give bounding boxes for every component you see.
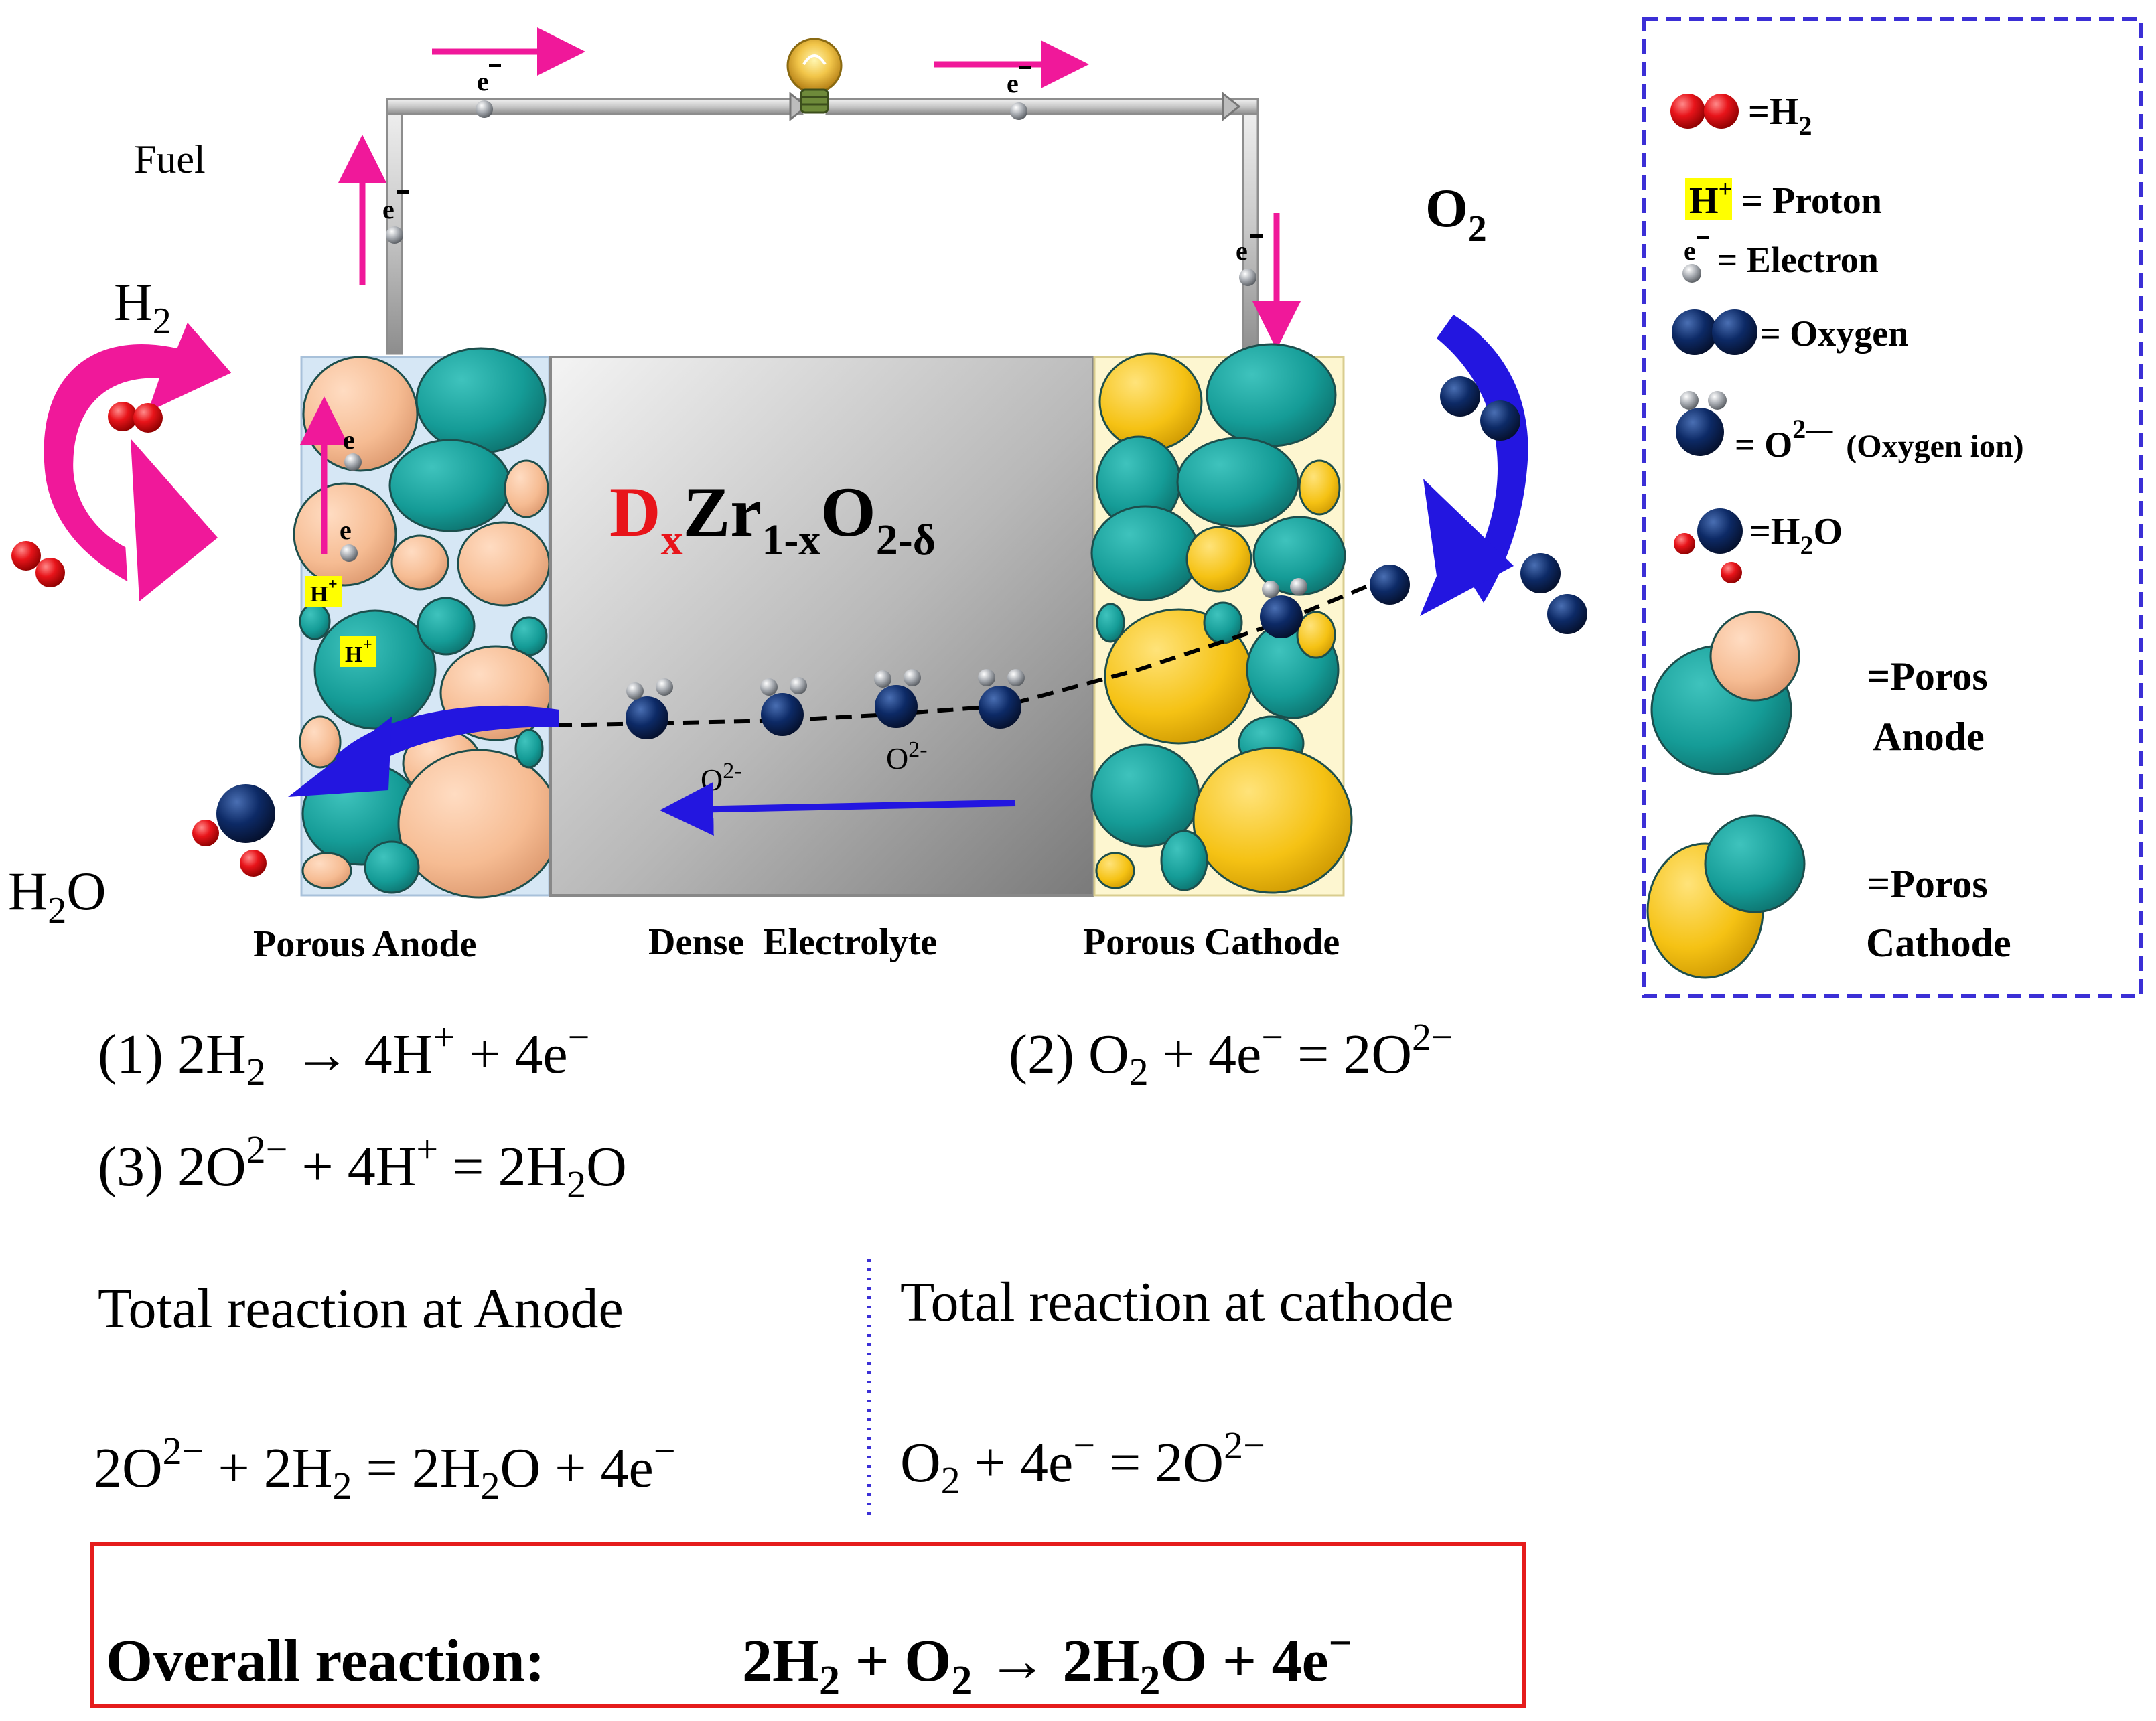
- water-molecule-icon: [192, 784, 275, 877]
- electron-symbol: e: [477, 66, 489, 96]
- legend-oxygen-ion: = O2—(Oxygen ion): [1676, 391, 2024, 465]
- legend-h2: =H2: [1670, 91, 1812, 141]
- oxide-ion-icon: [874, 669, 921, 728]
- overall-reaction-equation: 2H2 + O2 → 2H2O + 4e−: [742, 1621, 1352, 1704]
- fuel-label: Fuel: [134, 137, 206, 181]
- light-bulb-icon: [786, 38, 843, 114]
- zirconium-symbol: Zr: [683, 473, 762, 551]
- equation-3: (3) 2O2− + 4H+ = 2H2O: [98, 1128, 627, 1206]
- electron-symbol: e: [382, 194, 394, 224]
- svg-text:= Oxygen: = Oxygen: [1760, 313, 1908, 354]
- anode-total-title: Total reaction at Anode: [98, 1278, 624, 1340]
- h2-molecule-icon: [108, 402, 163, 433]
- wire-electrons: e e e e: [382, 64, 1263, 286]
- cathode-total-equation: O2 + 4e− = 2O2−: [900, 1424, 1265, 1502]
- electrolyte-formula: DxZr1-xO2-δ: [609, 473, 936, 565]
- proton-charge: +: [363, 636, 372, 654]
- legend: =H2 H+ = Proton e = Electron = Oxygen = …: [1642, 17, 2143, 998]
- svg-text:=H2: =H2: [1748, 91, 1812, 141]
- porous-cathode: [1090, 343, 1353, 897]
- h2-inlet-arrow-head: [131, 439, 218, 601]
- external-circuit: [386, 91, 1259, 355]
- oxide-ion-icon: [978, 669, 1025, 729]
- h2o-outlet-label: H2O: [8, 860, 106, 931]
- oxide-ion-path: [555, 585, 1368, 727]
- oxide-ion-icon: [1260, 578, 1307, 638]
- electrolyte-label: Dense Electrolyte: [648, 921, 937, 963]
- legend-proton: H+ = Proton: [1685, 175, 1882, 222]
- cathode-total-title: Total reaction at cathode: [900, 1271, 1454, 1333]
- overall-reaction-label: Overall reaction:: [106, 1628, 545, 1694]
- dopant-fraction: x: [661, 516, 683, 565]
- o2-inlet-arrow: [1437, 315, 1528, 603]
- legend-porous-cathode: =Poros Cathode: [1646, 814, 2011, 979]
- o2-molecule-icon: [1440, 376, 1520, 441]
- dense-electrolyte: DxZr1-xO2-δ O2- O2-: [549, 356, 1094, 897]
- reaction-equations: (1) 2H2 → 4H+ + 4e− (2) O2 + 4e− = 2O2− …: [90, 1015, 1526, 1708]
- porous-anode: e e H + H +: [293, 347, 561, 899]
- o2-inlet-label: O2: [1425, 177, 1487, 250]
- fuel-inlet: Fuel H2: [11, 137, 232, 601]
- h2o-outlet-arrow-head: [288, 717, 392, 797]
- h2-molecule-icon: [11, 541, 65, 587]
- oxide-ion-icon: [626, 678, 673, 739]
- overall-reaction-box: [90, 1542, 1526, 1708]
- h2-inlet-arrow: [44, 322, 232, 582]
- h2-inlet-label: H2: [114, 273, 171, 342]
- electron-symbol: e: [1236, 236, 1248, 266]
- electron-symbol: e: [340, 515, 352, 545]
- cathode-label: Porous Cathode: [1083, 921, 1340, 963]
- electron-symbol: e: [343, 425, 355, 455]
- anode-total-equation: 2O2− + 2H2 = 2H2O + 4e−: [94, 1429, 676, 1507]
- svg-text:H+ = Proton: H+ = Proton: [1689, 175, 1882, 222]
- oxide-ions: [626, 578, 1307, 739]
- o2-inlet-arrow-head: [1420, 479, 1514, 616]
- anode-label: Porous Anode: [253, 923, 476, 965]
- svg-text:=Poros: =Poros: [1867, 862, 1988, 906]
- o2-molecule-icon: [1520, 553, 1587, 634]
- water-outlet: H2O: [8, 705, 559, 931]
- oxide-ion-flow-arrow: [660, 782, 1016, 836]
- oxidant-inlet: O2: [1370, 177, 1587, 634]
- svg-text:Anode: Anode: [1873, 715, 1985, 759]
- legend-water: =H2O: [1674, 508, 1843, 583]
- legend-porous-anode: =Poros Anode: [1650, 611, 1988, 775]
- dopant-symbol: D: [609, 473, 661, 551]
- oxygen-symbol: O: [820, 473, 875, 551]
- oxygen-fraction: 2-δ: [876, 516, 936, 565]
- proton-symbol: H: [310, 582, 328, 607]
- equation-1: (1) 2H2 → 4H+ + 4e−: [98, 1015, 589, 1094]
- oxygen-atom-icon: [1370, 565, 1410, 605]
- proton-symbol: H: [345, 642, 362, 667]
- zirconium-fraction: 1-x: [762, 516, 820, 565]
- equation-2: (2) O2 + 4e− = 2O2−: [1009, 1015, 1453, 1094]
- legend-oxygen: = Oxygen: [1672, 309, 1908, 355]
- svg-text:=Poros: =Poros: [1867, 654, 1988, 698]
- svg-text:= O2—(Oxygen ion): = O2—(Oxygen ion): [1735, 414, 2024, 465]
- oxide-ion-icon: [760, 677, 807, 736]
- svg-text:=H2O: =H2O: [1749, 511, 1843, 560]
- svg-text:= Electron: = Electron: [1708, 240, 1879, 280]
- legend-electron: e = Electron: [1682, 236, 1879, 283]
- proton-charge: +: [328, 576, 338, 593]
- svg-text:e: e: [1684, 236, 1696, 266]
- electron-symbol: e: [1007, 68, 1019, 98]
- svg-text:Cathode: Cathode: [1866, 921, 2011, 965]
- oxide-ion-label: O2-: [886, 737, 928, 775]
